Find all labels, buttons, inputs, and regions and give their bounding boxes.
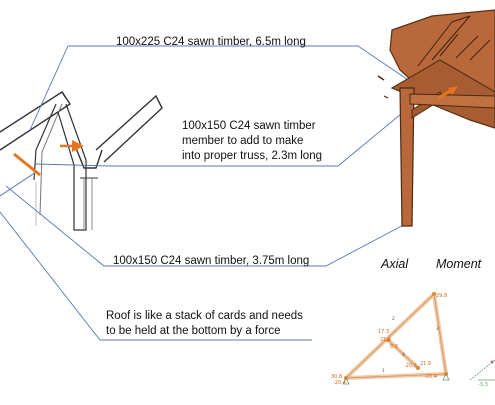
added-member-highlight [13, 140, 84, 177]
axial-diagram: 1 2 3 4 29.8 17.3 21.6 8.8 30.8 -20.4 -2… [331, 292, 450, 386]
value-bl2: -20.4 [333, 380, 346, 386]
timber-frame-sketch [377, 9, 495, 227]
roof-note-line2: to be held at the bottom by a force [106, 325, 281, 337]
value-br3: -20.4 [424, 374, 437, 380]
added-member-note-line1: 100x150 C24 sawn timber [182, 120, 316, 132]
arrow-icon [448, 86, 458, 95]
value-bl1: 30.8 [331, 374, 342, 380]
roof-note-line1: Roof is like a stack of cards and needs [106, 310, 303, 322]
value-moment: -3.3 [478, 382, 488, 388]
bottom-member-note: 100x150 C24 sawn timber, 3.75m long [113, 255, 310, 267]
moment-label: Moment [436, 257, 482, 271]
axial-label: Axial [381, 257, 409, 271]
leader-lines [0, 45, 421, 341]
top-member-note: 100x225 C24 sawn timber, 6.5m long [116, 36, 306, 48]
svg-text:1: 1 [382, 368, 385, 374]
added-member-note-line3: into proper truss, 2.3m long [182, 150, 322, 162]
roof-truss-sketch [0, 91, 163, 231]
value-br1: -20.6 [404, 363, 417, 369]
value-top: 29.8 [436, 293, 447, 299]
value-mid2: 21.6 [380, 337, 391, 343]
arrow-right-icon [72, 140, 84, 152]
value-br2: 21.6 [420, 361, 431, 367]
added-member-note-line2: member to add to make [182, 135, 304, 147]
svg-text:4: 4 [402, 352, 405, 358]
value-mid3: 8.8 [390, 344, 398, 350]
value-mid1: 17.3 [378, 329, 389, 335]
svg-text:3: 3 [436, 326, 439, 332]
svg-text:2: 2 [392, 316, 395, 322]
moment-diagram: -3.3 [469, 359, 495, 388]
